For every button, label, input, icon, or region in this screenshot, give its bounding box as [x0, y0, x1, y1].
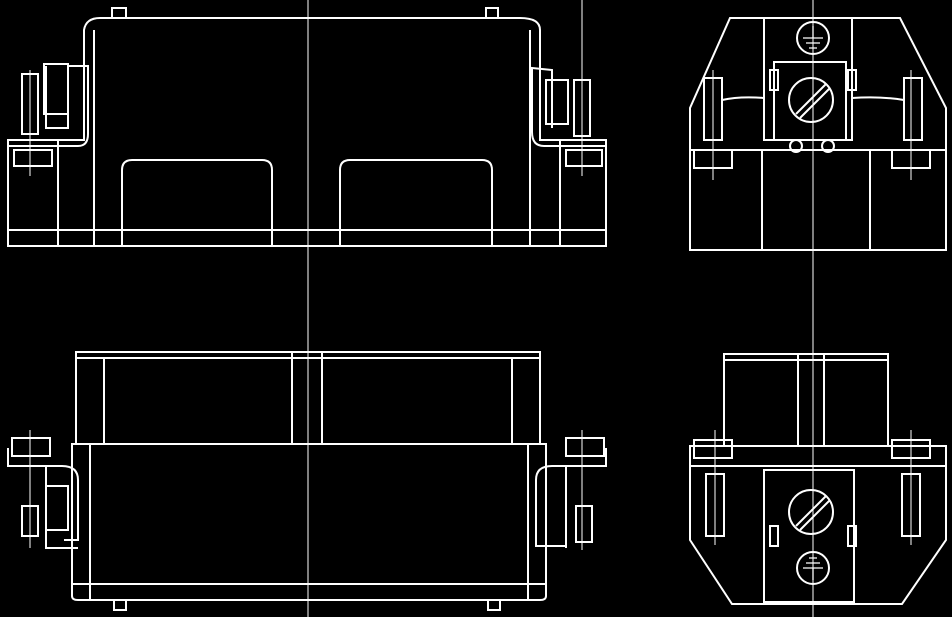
- side-view-top: [689, 17, 947, 251]
- window-left: [121, 159, 273, 246]
- base-inner: [72, 444, 546, 600]
- lower-wall-left: [45, 466, 78, 549]
- lower-pin-foot-right: [565, 437, 605, 457]
- pin-foot-left: [13, 149, 53, 167]
- side-hood-rib: [724, 354, 888, 446]
- side-base-outline: [689, 445, 947, 605]
- pin-foot-right: [565, 149, 603, 167]
- center-line-side-pin-left: [712, 70, 716, 545]
- locking-lever-left: [8, 65, 89, 147]
- tab-left: [769, 69, 779, 91]
- bottom-notch-right: [487, 600, 501, 611]
- base-outline: [71, 443, 547, 601]
- lower-screw-slot: [795, 495, 831, 531]
- window-right: [339, 159, 493, 246]
- lower-pin-foot-left: [11, 437, 51, 457]
- lever-block-right: [545, 79, 569, 125]
- hole-right: [821, 139, 835, 153]
- side-pin-right: [903, 77, 923, 141]
- lower-tab-right: [847, 525, 857, 547]
- lever-block-left: [43, 63, 69, 115]
- lower-lever-left: [7, 448, 79, 541]
- side-view-bottom: [689, 353, 947, 605]
- lower-pin-right: [575, 505, 593, 543]
- side-hood: [723, 353, 889, 447]
- locking-lever-right: [531, 66, 606, 147]
- screw-frame: [763, 17, 853, 141]
- center-lines: [29, 0, 912, 617]
- lower-lever-right: [535, 448, 607, 547]
- front-view-bottom: [7, 351, 607, 611]
- lower-tab-left: [769, 525, 779, 547]
- side-outline: [689, 17, 947, 251]
- bottom-notch-left: [113, 600, 127, 611]
- tab-right: [847, 69, 857, 91]
- housing-outline: [7, 17, 607, 247]
- screw-head: [788, 77, 834, 123]
- hood-center-rib: [291, 352, 323, 444]
- lower-side-foot-left: [693, 439, 733, 459]
- top-notch-right: [485, 7, 499, 18]
- lower-screw-head: [788, 489, 834, 535]
- side-bridge: [721, 96, 905, 101]
- top-notch-left: [111, 7, 127, 18]
- hole-left: [789, 139, 803, 153]
- screw-slot: [795, 83, 831, 119]
- lower-block-left: [45, 485, 69, 531]
- front-view-top: [7, 7, 607, 247]
- lower-screw-frame: [763, 469, 855, 603]
